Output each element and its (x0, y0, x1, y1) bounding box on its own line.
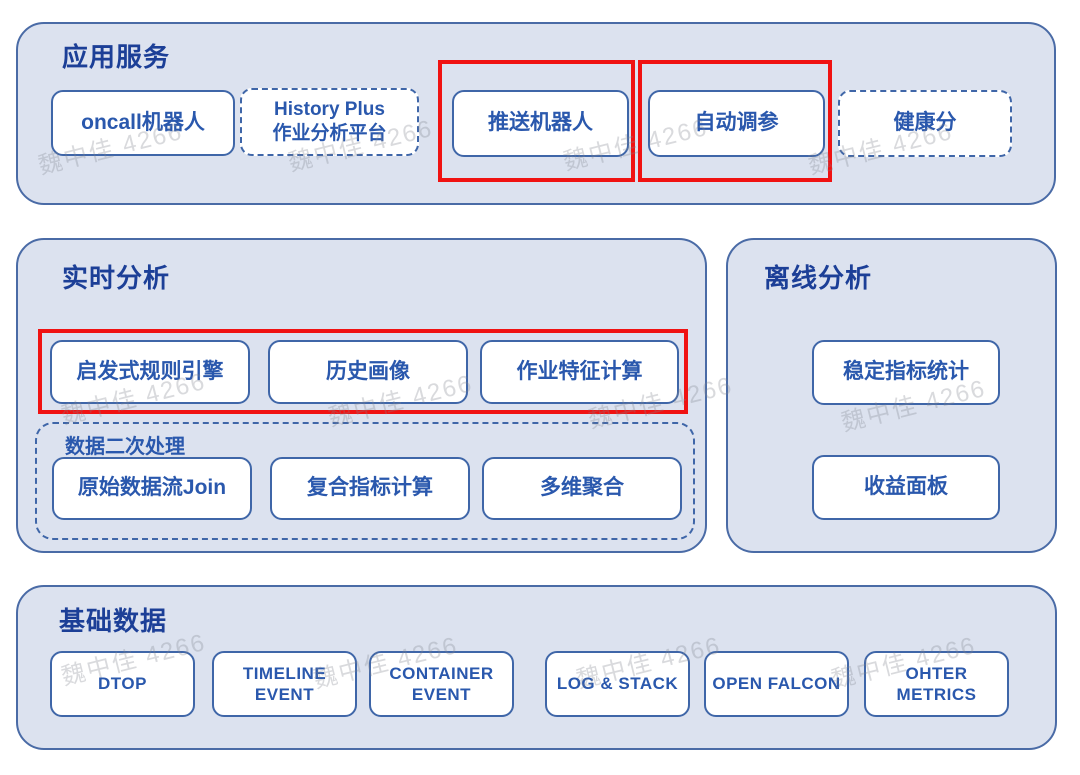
box-log-and-stack: LOG & STACK (545, 651, 690, 717)
box-push-robot: 推送机器人 (452, 90, 629, 157)
box-revenue-panel: 收益面板 (812, 455, 1000, 520)
box-history-plus-platform: History Plus 作业分析平台 (240, 88, 419, 156)
section-base-data: 基础数据 DTOP TIMELINE EVENT CONTAINER EVENT… (16, 585, 1057, 750)
box-ohter-metrics: OHTER METRICS (864, 651, 1009, 717)
box-timeline-event: TIMELINE EVENT (212, 651, 357, 717)
box-raw-stream-join: 原始数据流Join (52, 457, 252, 520)
box-job-feature-compute: 作业特征计算 (480, 340, 679, 404)
section-offline-analysis: 离线分析 稳定指标统计 收益面板 (726, 238, 1057, 553)
box-history-profile: 历史画像 (268, 340, 468, 404)
section-title-app-services: 应用服务 (62, 42, 171, 72)
box-heuristic-rule-engine: 启发式规则引擎 (50, 340, 250, 404)
box-stability-metric-stats: 稳定指标统计 (812, 340, 1000, 405)
group-label-secondary-data-processing: 数据二次处理 (65, 436, 185, 458)
box-health-score: 健康分 (838, 90, 1012, 157)
box-multidim-aggregation: 多维聚合 (482, 457, 682, 520)
box-oncall-robot: oncall机器人 (51, 90, 235, 156)
box-composite-metric-compute: 复合指标计算 (270, 457, 470, 520)
section-title-offline-analysis: 离线分析 (764, 263, 873, 293)
group-secondary-data-processing: 数据二次处理 原始数据流Join 复合指标计算 多维聚合 (35, 422, 695, 540)
box-auto-tuning: 自动调参 (648, 90, 825, 157)
box-dtop: DTOP (50, 651, 195, 717)
section-realtime-analysis: 实时分析 启发式规则引擎 历史画像 作业特征计算 数据二次处理 原始数据流Joi… (16, 238, 707, 553)
box-open-falcon: OPEN FALCON (704, 651, 849, 717)
box-container-event: CONTAINER EVENT (369, 651, 514, 717)
section-title-realtime-analysis: 实时分析 (62, 263, 171, 293)
section-title-base-data: 基础数据 (59, 606, 168, 636)
section-app-services: 应用服务 oncall机器人 History Plus 作业分析平台 推送机器人… (16, 22, 1056, 205)
